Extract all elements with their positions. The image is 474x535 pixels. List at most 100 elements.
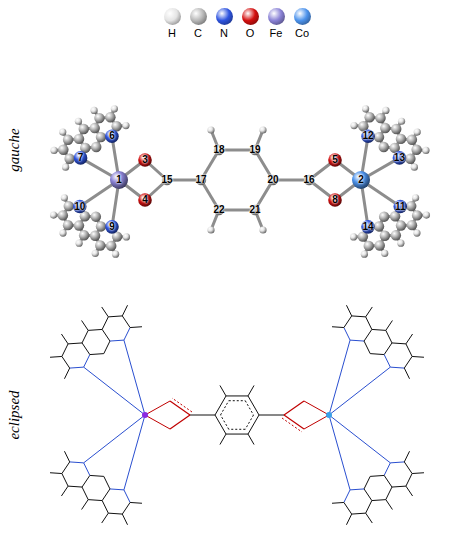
- legend-text: Fe: [270, 28, 283, 39]
- atom-sphere: [328, 193, 342, 207]
- panel-label: eclipsed: [6, 390, 23, 439]
- atom-sphere: [91, 142, 101, 152]
- atom-number: 17: [195, 175, 206, 185]
- bond-line: [90, 353, 104, 355]
- atom-sphere: [105, 220, 119, 234]
- legend-entry: Fe: [264, 8, 288, 39]
- bond-line: [384, 475, 392, 487]
- atom-sphere: [362, 105, 369, 112]
- aromatic-dash: [245, 415, 253, 429]
- hydrogen-stub: [130, 502, 142, 504]
- bond-line: [352, 513, 366, 515]
- aromatic-dash: [245, 401, 253, 415]
- atom-sphere: [50, 147, 57, 154]
- bond-line: [108, 513, 122, 515]
- atom-sphere: [423, 211, 430, 218]
- atom-sphere: [250, 205, 260, 215]
- bond-line: [145, 401, 170, 415]
- bond-line: [102, 317, 108, 330]
- bond-line: [62, 344, 68, 357]
- bond-line: [215, 396, 226, 415]
- atom-sphere: [381, 250, 388, 257]
- partial-double-bond: [282, 418, 302, 432]
- bond-line: [145, 415, 170, 429]
- atom-sphere: [123, 233, 130, 240]
- legend-text: C: [194, 28, 202, 39]
- atom-sphere: [90, 231, 100, 241]
- atom-sphere: [96, 221, 106, 231]
- legend-text: N: [220, 28, 228, 39]
- hydrogen-stub: [61, 486, 68, 496]
- atom-sphere: [393, 200, 407, 214]
- atom-sphere: [414, 128, 421, 135]
- bond-line: [370, 475, 384, 477]
- bond-line: [384, 355, 390, 368]
- bond-line: [62, 356, 70, 368]
- coordination-bond: [124, 415, 145, 490]
- bond-line: [62, 462, 70, 474]
- atoms: [50, 105, 430, 258]
- atom-sphere: [64, 201, 74, 211]
- atom-sphere: [379, 142, 389, 152]
- hydrogen-stub: [50, 472, 62, 474]
- hydrogen-stub: [64, 368, 69, 379]
- atom-number: 1: [116, 175, 122, 185]
- atom-sphere: [374, 132, 384, 142]
- bond-line: [370, 353, 384, 355]
- atom-sphere: [412, 210, 422, 220]
- atom-sphere: [79, 124, 89, 134]
- atom-number: 5: [332, 155, 338, 165]
- atom-number: 10: [74, 202, 85, 212]
- hydrogen-stub: [102, 307, 109, 317]
- atom-sphere: [138, 153, 152, 167]
- atom-sphere: [62, 164, 69, 171]
- legend-entry: H: [160, 8, 184, 39]
- atom-sphere: [90, 123, 100, 133]
- atom-sphere: [407, 220, 417, 230]
- atom-sphere: [74, 134, 84, 144]
- atom-sphere: [411, 145, 421, 155]
- legend-swatch: [190, 8, 207, 25]
- bond-line: [364, 489, 372, 501]
- atom-sphere: [50, 211, 57, 218]
- atom-sphere: [361, 220, 375, 234]
- atom-sphere: [350, 233, 357, 240]
- bond-line: [304, 401, 329, 415]
- cobalt-center: [326, 412, 332, 418]
- bond-line: [90, 475, 104, 477]
- atom-sphere: [214, 205, 224, 215]
- atom-sphere: [413, 229, 420, 236]
- atom-number: 2: [358, 175, 364, 185]
- atom-sphere: [95, 240, 105, 250]
- hydrogen-stub: [82, 500, 89, 510]
- hydrogen-stub: [130, 326, 142, 328]
- bond-line: [392, 342, 406, 344]
- atom-sphere: [92, 250, 99, 257]
- legend-entry: C: [186, 8, 210, 39]
- bond-line: [226, 395, 248, 396]
- bond-line: [102, 489, 110, 501]
- atom-number: 9: [109, 222, 115, 232]
- atom-sphere: [380, 231, 390, 241]
- coordination-bond: [84, 415, 145, 463]
- atom-number: 15: [161, 175, 172, 185]
- atom-number: 13: [394, 153, 405, 163]
- atom-sphere: [61, 194, 68, 201]
- bond-line: [68, 486, 82, 488]
- atom-sphere: [268, 175, 278, 185]
- bond-line: [364, 341, 370, 354]
- atom-sphere: [304, 175, 314, 185]
- atom-sphere: [380, 123, 390, 133]
- atom-sphere: [76, 240, 83, 247]
- atom-sphere: [59, 128, 66, 135]
- bond-line: [110, 340, 124, 342]
- bond-line: [390, 461, 404, 463]
- hydrogen-stub: [122, 305, 127, 316]
- atom-sphere: [422, 147, 429, 154]
- bond-line: [406, 344, 412, 357]
- atom-sphere: [196, 175, 206, 185]
- atom-sphere: [391, 124, 401, 134]
- bond-line: [259, 415, 284, 416]
